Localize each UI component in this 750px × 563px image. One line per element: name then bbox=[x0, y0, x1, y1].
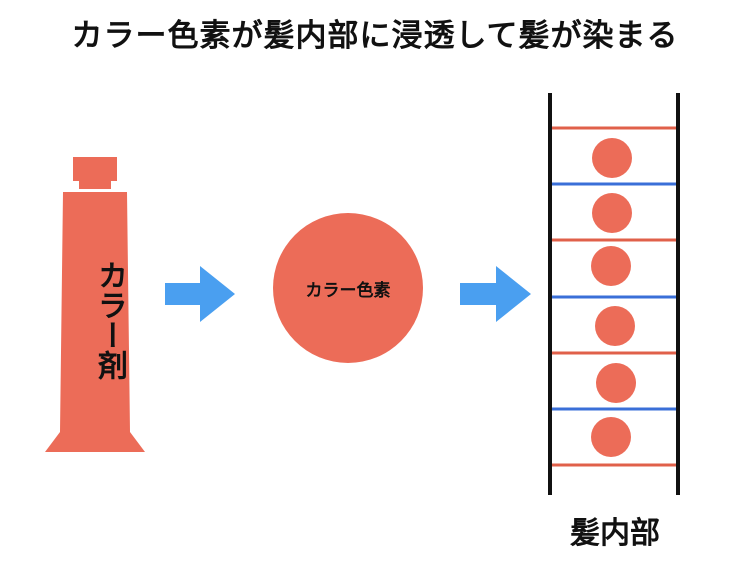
tube-body bbox=[45, 192, 145, 452]
arrow-1-icon bbox=[165, 266, 235, 322]
hair-label: 髪内部 bbox=[570, 516, 660, 551]
pigment-dot bbox=[595, 306, 635, 346]
pigment-dot bbox=[591, 246, 631, 286]
tube-neck bbox=[79, 179, 111, 189]
pigment-dot bbox=[592, 193, 632, 233]
pigment-label: カラー色素 bbox=[305, 281, 391, 301]
tube-label: カラー剤 bbox=[92, 260, 127, 380]
pigment-dot bbox=[592, 138, 632, 178]
color-agent-tube bbox=[45, 157, 145, 452]
pigment-dot bbox=[596, 363, 636, 403]
tube-cap bbox=[73, 157, 117, 181]
hair-interior bbox=[548, 93, 680, 495]
pigment-circle bbox=[273, 213, 423, 363]
page-title: カラー色素が髪内部に浸透して髪が染まる bbox=[71, 18, 679, 54]
arrow-2-icon bbox=[460, 266, 531, 322]
pigment-dot bbox=[591, 417, 631, 457]
